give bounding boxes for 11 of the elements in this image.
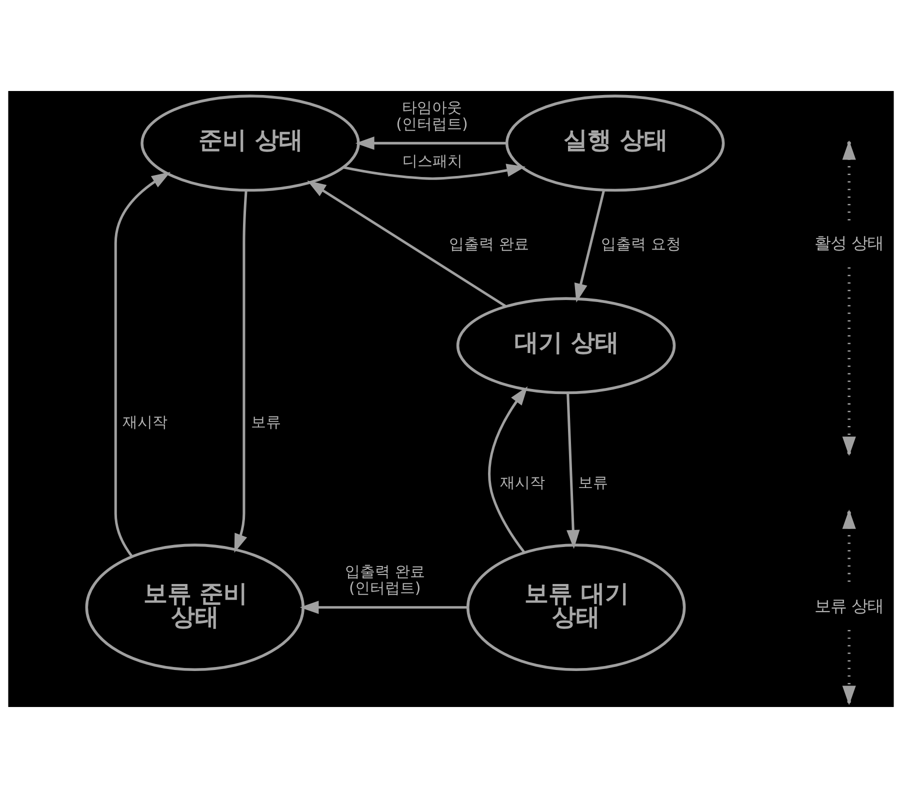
edge-label: 디스패치 (402, 151, 462, 170)
edge-label: 입출력 요청 (601, 234, 682, 252)
edge-label: 보류 (578, 472, 608, 491)
edge-label: 재시작 (500, 472, 545, 491)
edge-label: 입출력 완료 (449, 234, 529, 252)
edge-label: 입출력 완료 (인터럽트) (345, 562, 426, 596)
edge-label: 보류 (250, 412, 281, 430)
edge-label: 재시작 (122, 412, 168, 430)
label: 보류 상태 (814, 596, 884, 616)
edge-label: 타임아웃 (인터럽트) (396, 98, 468, 132)
label: 활성 상태 (814, 233, 884, 252)
